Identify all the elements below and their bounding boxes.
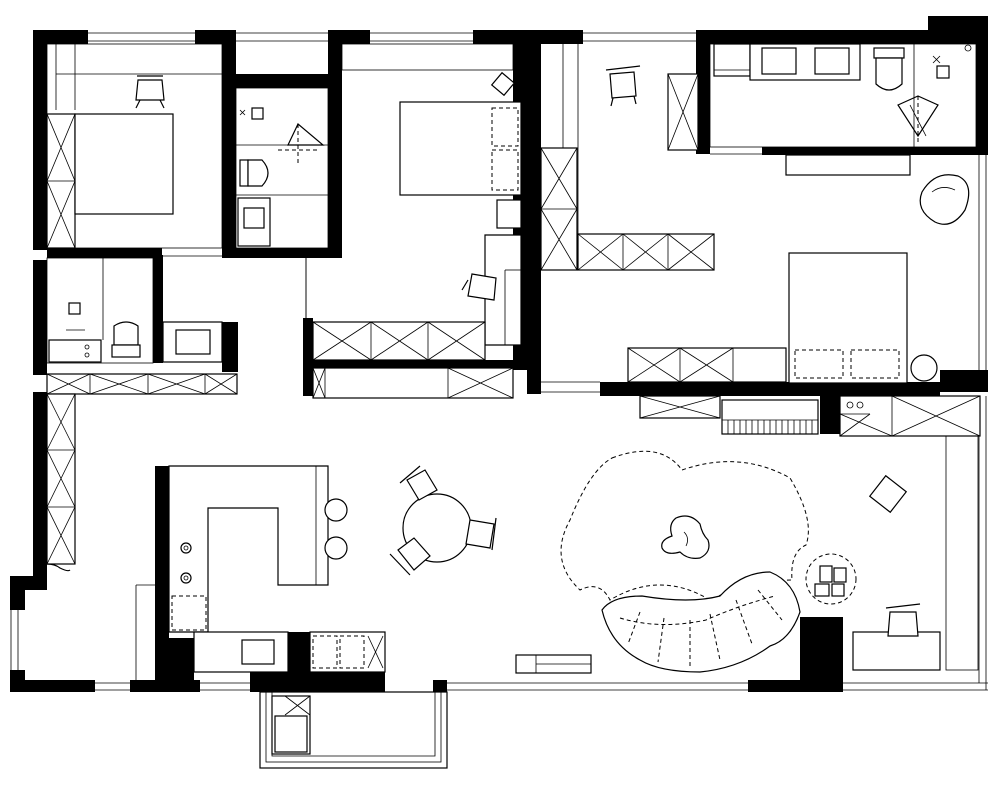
chair-icon xyxy=(885,603,921,637)
master-bathroom xyxy=(709,32,977,148)
side-table xyxy=(805,553,857,605)
bedroom-1 xyxy=(46,43,223,249)
rug xyxy=(560,450,809,601)
coffee-table xyxy=(661,515,710,559)
hall-storage xyxy=(46,321,238,565)
chair-icon xyxy=(461,273,497,301)
sink-icon xyxy=(237,197,271,247)
stove-icon xyxy=(180,542,192,584)
chair-icon xyxy=(465,517,497,551)
doors xyxy=(163,153,762,393)
piano-icon xyxy=(721,399,819,435)
sink-icon xyxy=(175,329,211,355)
sink-icon xyxy=(241,639,275,665)
bathroom-1 xyxy=(235,87,329,249)
sink-icon xyxy=(814,47,850,75)
toilet-icon xyxy=(873,47,905,91)
curved-sofa xyxy=(601,571,801,673)
toilet-icon xyxy=(239,159,269,187)
sink-icon xyxy=(761,47,797,75)
floor-drain-icon xyxy=(936,65,950,79)
bathroom-2 xyxy=(46,257,154,364)
chair-icon xyxy=(389,537,431,576)
chair-icon xyxy=(399,465,438,501)
dining-area xyxy=(389,465,497,576)
floor-drain-icon xyxy=(251,107,264,120)
floor-drain-icon xyxy=(68,302,81,315)
living-room xyxy=(46,395,981,674)
toilet-icon xyxy=(111,321,141,358)
chair-icon xyxy=(605,65,641,107)
kitchen xyxy=(168,465,386,755)
master-bedroom xyxy=(540,44,970,384)
armchair-icon xyxy=(919,174,970,225)
chair-icon xyxy=(135,75,165,109)
